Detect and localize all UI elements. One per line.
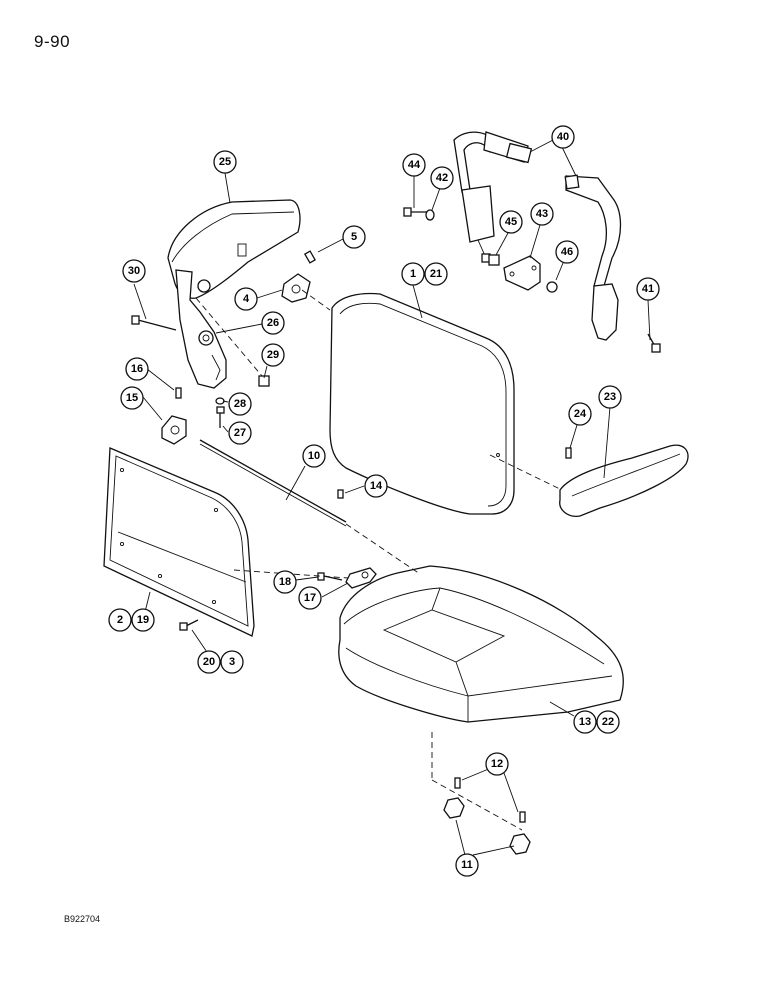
left-armrest-part [167, 199, 301, 389]
callout-42: 42 [430, 166, 454, 190]
svg-text:26: 26 [267, 317, 279, 329]
svg-text:5: 5 [351, 231, 357, 243]
callout-25: 25 [213, 150, 237, 174]
svg-text:18: 18 [279, 576, 291, 588]
callout-40: 40 [551, 125, 575, 149]
svg-text:1: 1 [410, 268, 416, 280]
figure-code: B922704 [64, 914, 101, 924]
page-number: 9-90 [34, 32, 71, 51]
pin-14-part [337, 489, 344, 499]
callout-4: 4 [234, 287, 258, 311]
callout-20: 20 [197, 650, 221, 674]
callout-41: 41 [636, 277, 660, 301]
stopper-11-part [443, 777, 531, 855]
svg-text:25: 25 [219, 156, 231, 168]
callout-17: 17 [298, 586, 322, 610]
svg-text:46: 46 [561, 246, 573, 258]
svg-text:24: 24 [574, 408, 587, 420]
seat-belt-part [403, 131, 661, 353]
svg-text:28: 28 [234, 398, 246, 410]
svg-text:42: 42 [436, 172, 448, 184]
svg-text:44: 44 [408, 159, 421, 171]
callout-18: 18 [273, 570, 297, 594]
callout-1: 1 [401, 262, 425, 286]
svg-text:3: 3 [229, 656, 235, 668]
callout-12: 12 [485, 752, 509, 776]
callout-44: 44 [402, 153, 426, 177]
svg-text:12: 12 [491, 758, 503, 770]
callout-2: 2 [108, 608, 132, 632]
seat-cushion-part [338, 565, 624, 723]
svg-text:21: 21 [430, 268, 442, 280]
back-panel-part [103, 447, 255, 637]
svg-text:43: 43 [536, 208, 548, 220]
callout-3: 3 [220, 650, 244, 674]
callout-5: 5 [342, 225, 366, 249]
callout-28: 28 [228, 392, 252, 416]
svg-text:13: 13 [579, 716, 591, 728]
svg-text:22: 22 [602, 716, 614, 728]
adjuster-knob-4-part [281, 250, 316, 303]
alignment-dash-lines [195, 289, 563, 831]
svg-text:4: 4 [243, 293, 250, 305]
svg-text:27: 27 [234, 427, 246, 439]
svg-text:16: 16 [131, 363, 143, 375]
callout-10: 10 [302, 444, 326, 468]
callout-43: 43 [530, 202, 554, 226]
svg-text:15: 15 [126, 392, 138, 404]
callout-15: 15 [120, 386, 144, 410]
callout-27: 27 [228, 421, 252, 445]
leader-lines [133, 139, 651, 856]
svg-text:14: 14 [370, 480, 383, 492]
callout-26: 26 [261, 311, 285, 335]
callout-22: 22 [596, 710, 620, 734]
callout-30: 30 [122, 259, 146, 283]
callout-24: 24 [568, 402, 592, 426]
svg-text:10: 10 [308, 450, 320, 462]
screw-20-part [179, 619, 199, 631]
bracket-17-part [317, 567, 377, 589]
svg-text:23: 23 [604, 391, 616, 403]
callout-16: 16 [125, 357, 149, 381]
callout-21: 21 [424, 262, 448, 286]
callout-13: 13 [573, 710, 597, 734]
bolt-30-part [131, 315, 177, 331]
right-armrest-part [559, 444, 689, 517]
svg-text:20: 20 [203, 656, 215, 668]
callout-46: 46 [555, 240, 579, 264]
svg-text:45: 45 [505, 216, 517, 228]
callout-19: 19 [131, 608, 155, 632]
svg-text:29: 29 [267, 349, 279, 361]
callout-14: 14 [364, 474, 388, 498]
svg-text:17: 17 [304, 592, 316, 604]
svg-text:40: 40 [557, 131, 569, 143]
spacer-washer-screw-part [215, 375, 270, 428]
callout-11: 11 [455, 853, 479, 877]
callout-45: 45 [499, 210, 523, 234]
svg-text:41: 41 [642, 283, 654, 295]
svg-text:2: 2 [117, 614, 123, 626]
svg-text:30: 30 [128, 265, 140, 277]
rod-10-part [199, 439, 347, 527]
callout-23: 23 [598, 385, 622, 409]
svg-text:11: 11 [461, 859, 473, 871]
svg-text:19: 19 [137, 614, 149, 626]
callout-29: 29 [261, 343, 285, 367]
adjuster-knob-15-part [161, 387, 187, 445]
seat-back-cushion-part [329, 292, 515, 515]
